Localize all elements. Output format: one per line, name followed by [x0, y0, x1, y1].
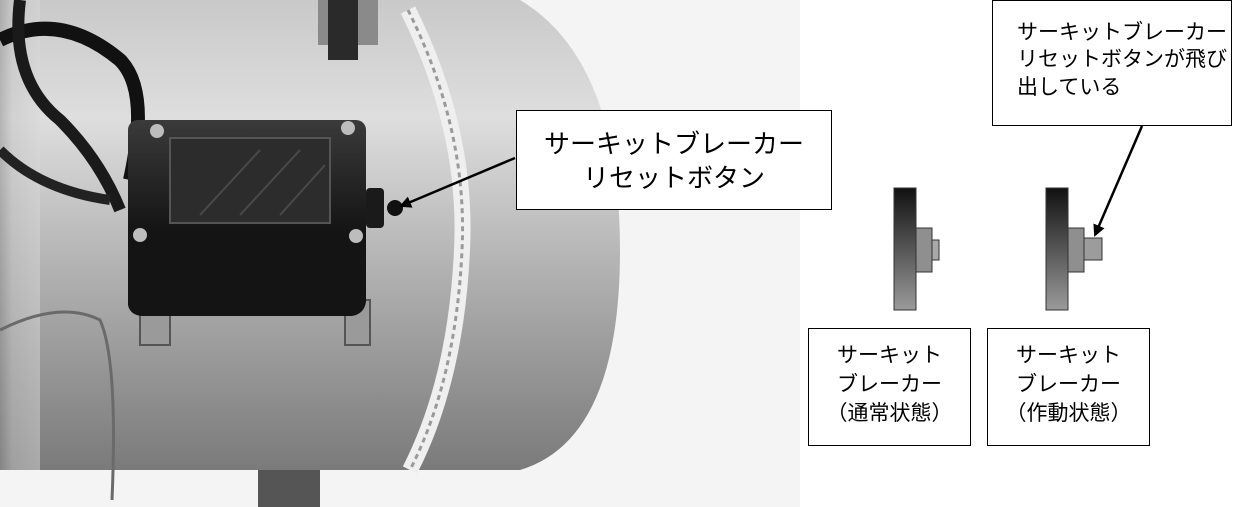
popped-button-callout: サーキットブレーカー リセットボタンが飛び 出している [992, 0, 1232, 126]
reset-button-callout-line2: リセットボタン [582, 163, 765, 194]
breaker-normal-line3: （通常状態） [826, 400, 953, 425]
reset-button-callout: サーキットブレーカー リセットボタン [516, 110, 832, 210]
breaker-normal-label: サーキット ブレーカー （通常状態） [808, 328, 971, 446]
popped-callout-line1: サーキットブレーカー [1017, 20, 1227, 44]
breaker-normal-line1: サーキット [837, 343, 942, 367]
breaker-active-label: サーキット ブレーカー （作動状態） [987, 328, 1150, 446]
breaker-normal-drawing [893, 187, 940, 311]
breaker-active-drawing [1045, 187, 1103, 311]
popped-callout-line3: 出している [1017, 74, 1122, 99]
breaker-normal-line2: ブレーカー [837, 371, 942, 396]
popped-button-arrow [1093, 125, 1144, 237]
reset-button-callout-line1: サーキットブレーカー [543, 130, 804, 160]
breaker-active-line3: （作動状態） [1005, 400, 1132, 425]
breaker-active-line2: ブレーカー [1016, 371, 1121, 396]
popped-callout-line2: リセットボタンが飛び [1017, 47, 1227, 72]
compressor-tank-photo [0, 0, 800, 507]
breaker-active-line1: サーキット [1016, 343, 1121, 367]
